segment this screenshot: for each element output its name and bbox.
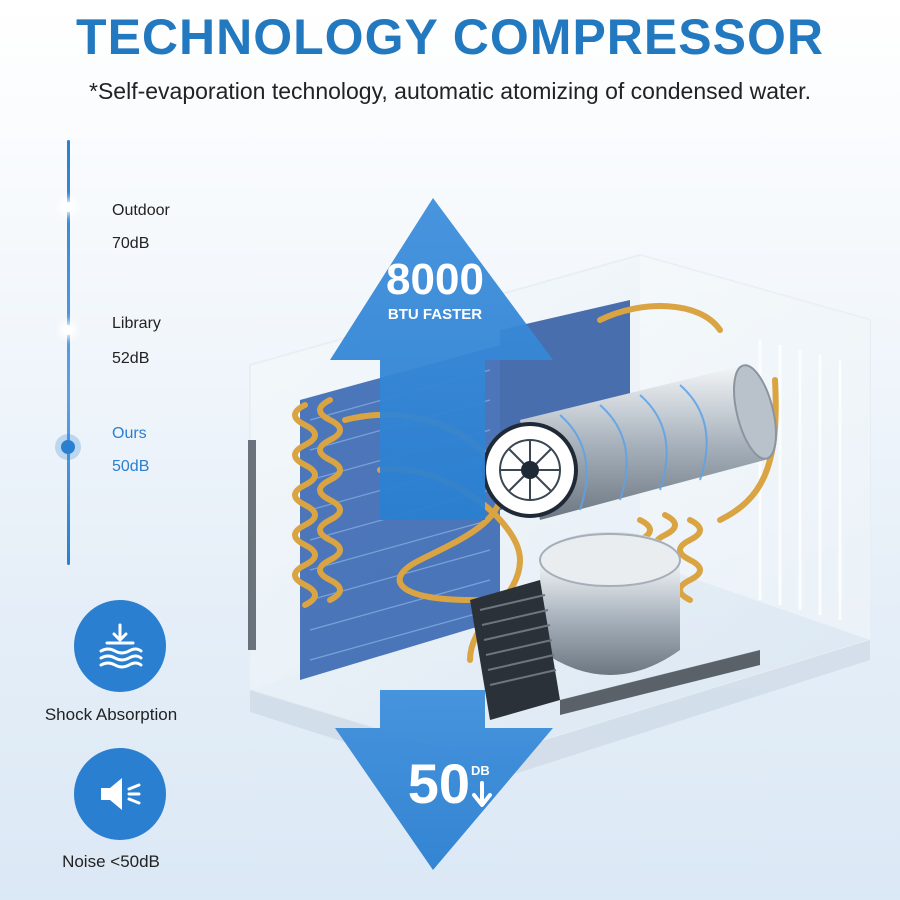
level-name-library: Library: [112, 315, 161, 332]
btu-value: 8000: [386, 255, 484, 304]
noise-label: Noise <50dB: [62, 852, 160, 871]
level-name-ours: Ours: [112, 425, 147, 442]
shock-absorption-badge: [74, 600, 166, 692]
shock-absorption-label: Shock Absorption: [44, 705, 178, 724]
level-db-ours: 50dB: [112, 458, 150, 475]
down-arrow: [335, 690, 553, 870]
level-name-outdoor: Outdoor: [112, 202, 170, 219]
page-title: TECHNOLOGY COMPRESSOR: [76, 9, 824, 65]
speaker-low-noise-icon: [101, 778, 141, 810]
scale-marker-outdoor: [63, 202, 73, 212]
page-subtitle: *Self-evaporation technology, automatic …: [89, 78, 811, 104]
scale-marker-ours: [61, 440, 75, 454]
noise-value: 50: [407, 752, 470, 815]
level-db-outdoor: 70dB: [112, 235, 150, 252]
noise-scale-line: [67, 140, 70, 565]
up-arrow: [330, 198, 553, 520]
arrow-down-icon: [472, 781, 492, 807]
fan-cylinder: [482, 364, 777, 520]
compressor-body: [470, 532, 760, 720]
btu-caption: BTU FASTER: [387, 306, 483, 323]
scale-marker-library: [63, 325, 73, 335]
shock-absorption-icon: [99, 623, 143, 669]
noise-unit: DB: [471, 763, 490, 778]
noise-badge: [74, 748, 166, 840]
level-db-library: 52dB: [112, 350, 150, 367]
